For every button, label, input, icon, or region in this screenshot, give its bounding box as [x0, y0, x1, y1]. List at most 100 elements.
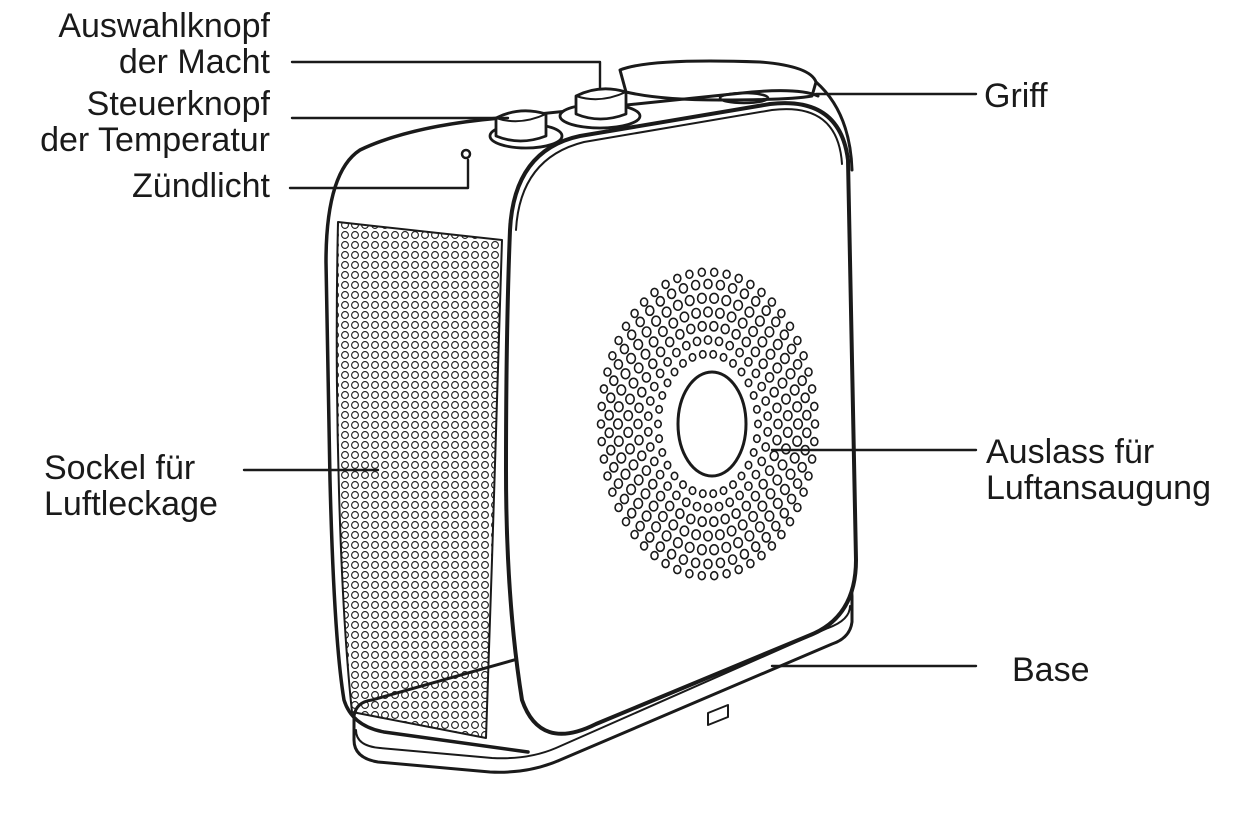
outlet-hole: [751, 368, 761, 379]
outlet-hole: [793, 335, 802, 346]
outlet-hole: [672, 273, 682, 284]
outlet-hole: [663, 378, 672, 388]
outlet-hole: [644, 531, 655, 543]
outlet-hole: [633, 497, 644, 510]
outlet-hole: [797, 461, 808, 473]
outlet-hole: [691, 529, 702, 541]
outlet-hole: [645, 442, 655, 452]
outlet-hole: [753, 419, 762, 429]
outlet-hole: [777, 377, 788, 389]
outlet-hole: [744, 356, 753, 367]
outlet-hole: [697, 320, 708, 332]
outlet-hole: [633, 362, 644, 374]
outlet-hole: [616, 452, 627, 464]
outlet-hole: [675, 508, 685, 520]
handle-shape: [618, 59, 854, 172]
outlet-hole: [793, 502, 802, 513]
outlet-hole: [703, 278, 713, 290]
outlet-hole: [757, 500, 768, 512]
outlet-hole: [657, 325, 668, 338]
outlet-hole: [626, 329, 637, 341]
outlet-hole: [749, 447, 758, 457]
outlet-hole: [758, 358, 769, 370]
outlet-perforation: [596, 267, 820, 581]
outlet-hole: [650, 315, 662, 327]
outlet-hole: [620, 468, 631, 480]
outlet-hole: [722, 269, 731, 280]
outlet-hole: [770, 316, 781, 328]
outlet-hole: [744, 530, 755, 542]
outlet-hole: [599, 454, 609, 464]
outlet-hole: [800, 392, 811, 404]
outlet-hole: [681, 340, 691, 351]
outlet-hole: [678, 480, 687, 490]
outlet-hole: [621, 321, 631, 332]
outlet-hole: [737, 471, 746, 481]
outlet-hole: [727, 282, 738, 294]
outlet-hole: [810, 419, 820, 429]
outlet-hole: [613, 478, 624, 489]
label-pilot-light: Zündlicht: [132, 168, 270, 204]
outlet-hole: [616, 384, 627, 396]
outlet-hole: [780, 393, 791, 405]
outlet-hole: [801, 427, 812, 439]
outlet-hole: [754, 315, 766, 327]
outlet-hole: [679, 311, 690, 323]
outlet-hole: [604, 427, 615, 439]
outlet-hole: [612, 418, 624, 430]
outlet-hole: [737, 367, 746, 377]
label-power-knob-line2: der Macht: [118, 43, 270, 81]
outlet-hole: [655, 404, 664, 414]
outlet-hole: [727, 554, 738, 565]
outlet-hole: [633, 474, 644, 486]
outlet-hole: [645, 396, 655, 406]
outlet-hole: [709, 570, 719, 581]
outlet-hole: [650, 521, 662, 533]
outlet-hole: [675, 328, 685, 340]
outlet-hole: [804, 471, 813, 481]
outlet-hole: [702, 530, 713, 542]
outlet-hole: [777, 308, 786, 319]
outlet-hole: [703, 335, 713, 345]
outlet-hole: [785, 516, 795, 527]
outlet-hole: [655, 490, 666, 502]
outlet-hole: [636, 450, 647, 462]
outlet-hole: [744, 306, 755, 318]
outlet-hole: [767, 297, 777, 307]
outlet-hole: [684, 294, 695, 307]
outlet-hole: [772, 434, 782, 446]
outlet-hole: [741, 336, 752, 348]
outlet-hole: [779, 329, 790, 341]
label-air-leak-socket: Sockel für Luftleckage: [44, 450, 218, 522]
outlet-hole: [731, 328, 741, 340]
outlet-hole: [658, 390, 667, 400]
outlet-hole: [641, 510, 652, 522]
label-air-outlet-line1: Auslass für: [986, 433, 1155, 471]
outlet-hole: [728, 358, 737, 368]
outlet-hole: [785, 368, 796, 380]
outlet-hole: [773, 418, 783, 430]
outlet-hole: [770, 520, 781, 532]
outlet-hole: [648, 500, 659, 512]
outlet-hole: [754, 521, 766, 533]
outlet-hole: [633, 418, 643, 430]
outlet-hole: [608, 461, 619, 473]
outlet-hole: [643, 411, 653, 422]
outlet-hole: [714, 529, 725, 541]
outlet-hole: [734, 564, 744, 575]
outlet-hole: [748, 510, 759, 523]
outlet-hole: [664, 336, 675, 348]
outlet-hole: [666, 548, 677, 560]
pilot-light-dot: [460, 148, 472, 160]
outlet-hole: [655, 346, 666, 358]
heater-side-panel: [324, 116, 530, 754]
outlet-hole: [597, 401, 607, 412]
outlet-hole: [804, 367, 813, 377]
outlet-hole: [685, 323, 696, 335]
outlet-hole: [661, 306, 672, 318]
outlet-hole: [809, 401, 819, 412]
outlet-hole: [726, 525, 737, 537]
outlet-hole: [726, 311, 737, 323]
outlet-hole: [761, 396, 771, 406]
outlet-hole: [715, 279, 726, 291]
